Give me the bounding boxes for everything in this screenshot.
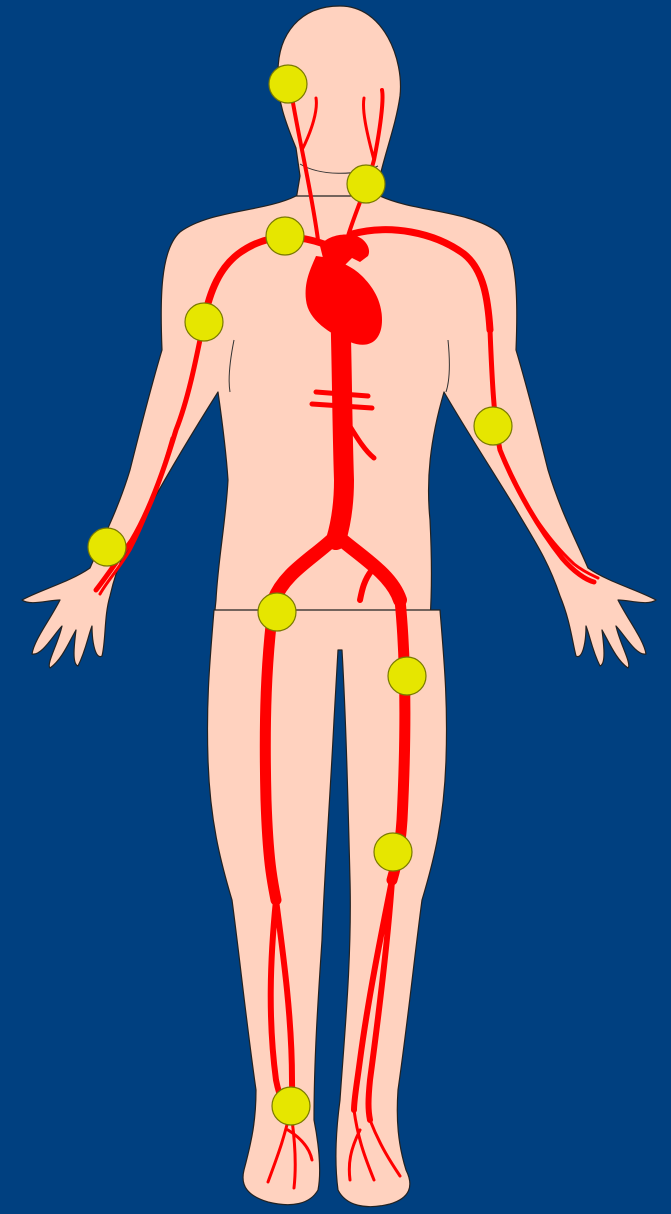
pulse-point-radial [88, 528, 126, 566]
pulse-point-temporal [269, 65, 307, 103]
pulse-point-carotid [347, 165, 385, 203]
pulse-point-axillary [185, 303, 223, 341]
pulse-point-femoral [258, 593, 296, 631]
pulse-point-subclavian [266, 217, 304, 255]
pulse-point-femoral-right [388, 657, 426, 695]
pulse-point-dorsalis-pedis [272, 1087, 310, 1125]
pulse-point-popliteal [374, 833, 412, 871]
pulse-point-brachial [474, 407, 512, 445]
descending-aorta [336, 300, 344, 540]
